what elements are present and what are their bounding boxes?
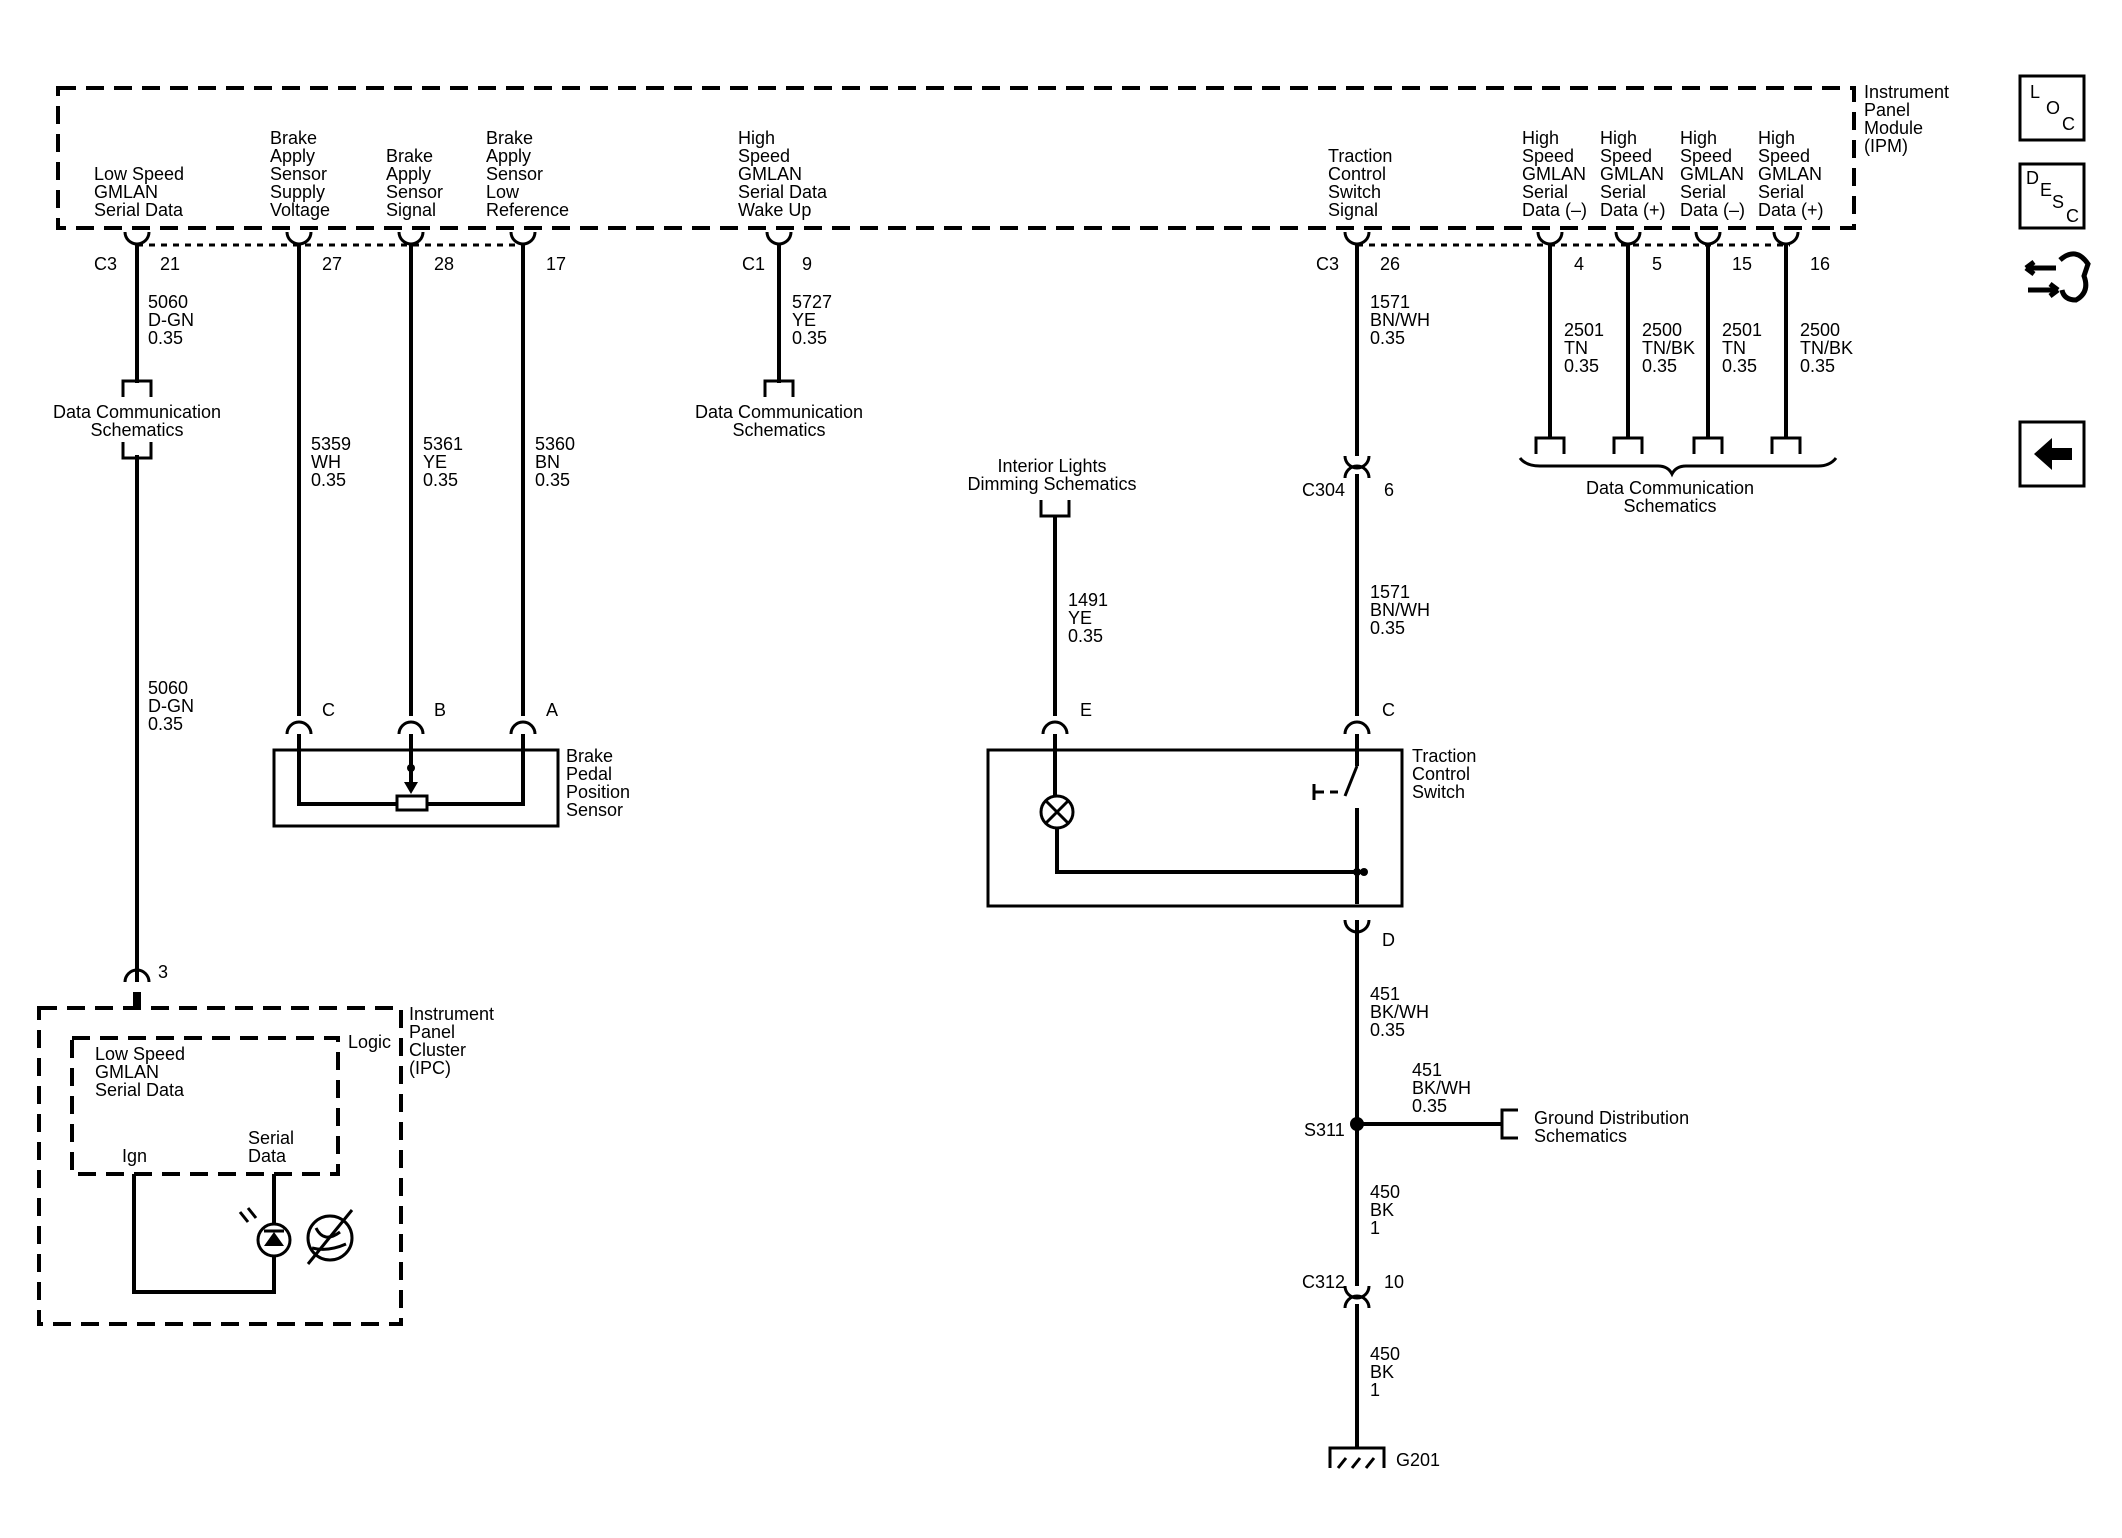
ref-bracket-mid [763, 379, 795, 397]
ground-g201: G201 [1328, 1446, 1440, 1470]
nav-back-button[interactable] [2018, 420, 2086, 488]
ipc-logic: Logic [348, 1032, 391, 1052]
splice-s311: S311 [1304, 1117, 1364, 1140]
pin-16: 16 [1810, 254, 1830, 274]
loc-icon: LOC [2030, 82, 2075, 134]
pin-17: 17 [546, 254, 566, 274]
switch-icon [1343, 765, 1359, 797]
c312-pin: 10 [1384, 1272, 1404, 1292]
pin-28: 28 [434, 254, 454, 274]
tcs-pin-c: C [1382, 700, 1395, 720]
conn-c3-right: C3 [1316, 254, 1339, 274]
c304-label: C304 [1302, 480, 1345, 500]
wire-lines [135, 244, 1788, 1448]
ref-bracket-left-top [121, 379, 153, 397]
s311-label: S311 [1304, 1120, 1345, 1140]
ipm-pin-terminals [123, 231, 1800, 246]
bpps-pin-b: B [434, 700, 446, 720]
pin-26: 26 [1380, 254, 1400, 274]
c312-label: C312 [1302, 1272, 1345, 1292]
g201-label: G201 [1396, 1450, 1440, 1470]
arrow-left-icon [2034, 438, 2072, 470]
pin-4: 4 [1574, 254, 1584, 274]
pin-9: 9 [802, 254, 812, 274]
pin-5: 5 [1652, 254, 1662, 274]
bpps-pin-c: C [322, 700, 335, 720]
ipc-ign: Ign [122, 1146, 147, 1166]
wrench-arrows-icon [2024, 251, 2091, 303]
tcs-pin-e: E [1080, 700, 1092, 720]
ground-icon [1328, 1446, 1386, 1468]
connector-c304: C304 6 [1302, 455, 1394, 500]
conn-c3-left: C3 [94, 254, 117, 274]
connector-c312: C312 10 [1302, 1272, 1404, 1309]
tcs-pin-d: D [1382, 930, 1395, 950]
hs-bus-brace [1518, 457, 1838, 478]
pin-21: 21 [160, 254, 180, 274]
conn-c1: C1 [742, 254, 765, 274]
c304-pin: 6 [1384, 480, 1394, 500]
pin-27: 27 [322, 254, 342, 274]
bpps-pin-a: A [546, 700, 558, 720]
nav-desc-button[interactable]: DESC [2018, 162, 2086, 230]
ref-bracket-ground [1500, 1108, 1518, 1140]
nav-tools-button[interactable] [2024, 251, 2091, 303]
pin-15: 15 [1732, 254, 1752, 274]
traction-off-icon [306, 1209, 354, 1265]
ipc-pin-3: 3 [158, 962, 168, 982]
ipm-pin-numbers: C3 21 27 28 17 C1 9 C3 26 4 5 15 16 [94, 254, 1830, 274]
ref-bracket-left-bottom [121, 442, 153, 460]
ref-bracket-interior [1039, 500, 1071, 518]
desc-icon: DESC [2026, 168, 2079, 226]
nav-loc-button[interactable]: LOC [2018, 74, 2086, 142]
